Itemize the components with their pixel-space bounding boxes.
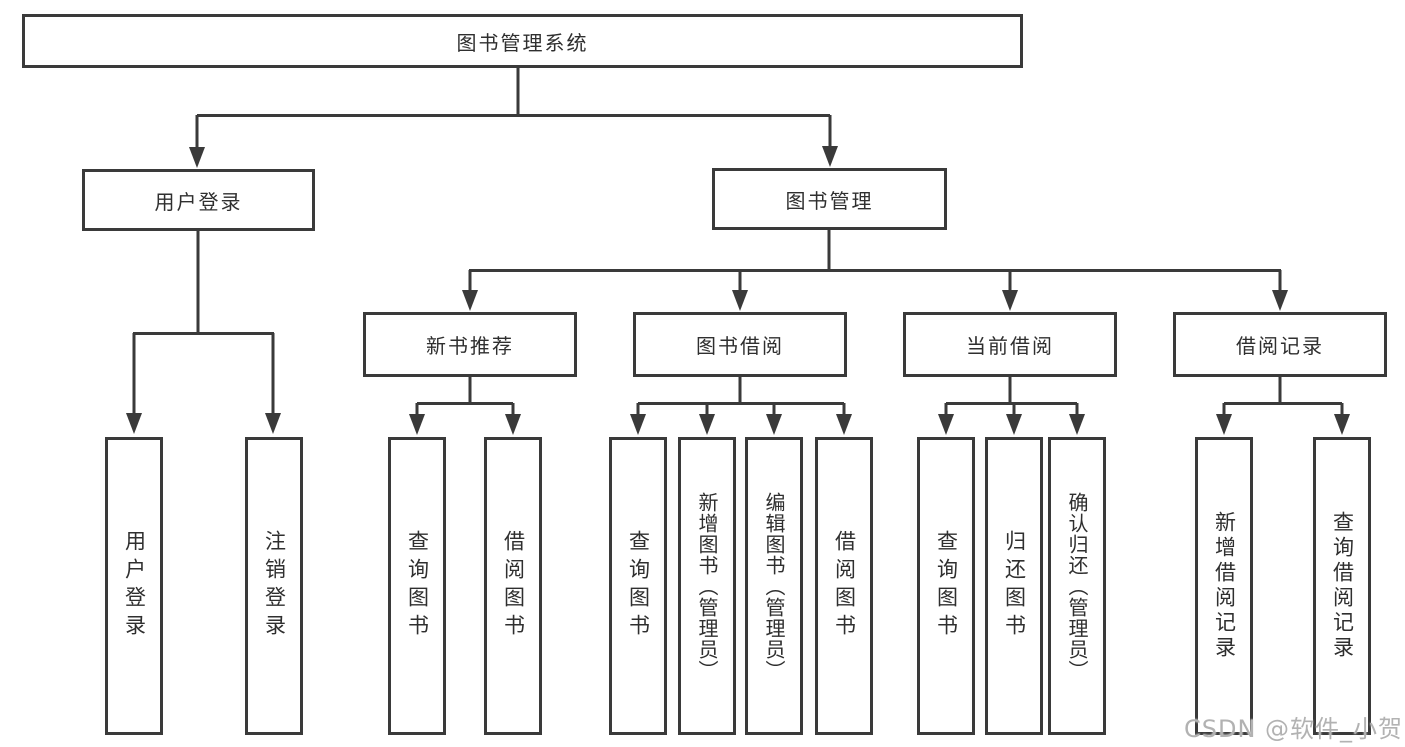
arrow-down-icon	[1006, 414, 1022, 435]
connector-line	[415, 377, 515, 417]
leaf-query-borrow-record: 查询借阅记录	[1313, 437, 1371, 735]
arrow-down-icon	[1334, 414, 1350, 435]
node-label: 用户登录	[154, 189, 243, 214]
node-label: 新增图书（管理员）	[695, 491, 719, 681]
node-label: 借阅记录	[1236, 334, 1324, 358]
connector-line	[468, 230, 1282, 293]
connector-line	[1222, 377, 1344, 417]
node-label: 确认归还（管理员）	[1065, 491, 1089, 681]
arrow-down-icon	[409, 414, 425, 435]
node-label: 查询图书	[626, 530, 651, 642]
node-new-book-recommendation: 新书推荐	[363, 312, 577, 377]
leaf-query-books-borrow: 查询图书	[609, 437, 667, 735]
node-book-borrowing: 图书借阅	[633, 312, 847, 377]
leaf-edit-books-admin: 编辑图书（管理员）	[745, 437, 803, 735]
leaf-borrow-books-recommend: 借阅图书	[484, 437, 542, 735]
arrow-down-icon	[462, 290, 478, 311]
arrow-down-icon	[126, 413, 142, 434]
node-label: 借阅图书	[832, 530, 857, 642]
connector-line	[195, 68, 832, 151]
csdn-watermark: CSDN @软件_小贺同学	[1184, 715, 1405, 743]
arrow-down-icon	[1216, 414, 1232, 435]
node-label: 用户登录	[122, 530, 147, 642]
connector-line	[636, 377, 846, 417]
node-label: 图书管理	[785, 188, 874, 213]
node-label: 查询图书	[405, 530, 430, 642]
leaf-query-books-current: 查询图书	[917, 437, 975, 735]
arrow-down-icon	[938, 414, 954, 435]
node-label: 借阅图书	[501, 530, 526, 642]
leaf-add-borrow-record: 新增借阅记录	[1195, 437, 1253, 735]
arrow-down-icon	[766, 414, 782, 435]
arrow-down-icon	[1002, 290, 1018, 311]
arrow-down-icon	[732, 290, 748, 311]
node-label: 图书管理系统	[456, 30, 589, 55]
connector-line	[944, 377, 1079, 417]
node-library-management-system: 图书管理系统	[22, 14, 1023, 68]
leaf-return-books: 归还图书	[985, 437, 1043, 735]
arrow-down-icon	[1272, 290, 1288, 311]
leaf-logout-login: 注销登录	[245, 437, 303, 735]
arrow-down-icon	[265, 413, 281, 434]
node-label: 编辑图书（管理员）	[762, 491, 786, 681]
arrow-down-icon	[699, 414, 715, 435]
connector-line	[132, 231, 275, 416]
node-label: 新增借阅记录	[1212, 511, 1237, 661]
arrow-down-icon	[630, 414, 646, 435]
node-label: 图书借阅	[696, 334, 784, 358]
node-label: 查询借阅记录	[1330, 511, 1355, 661]
node-label: 注销登录	[262, 530, 287, 642]
arrow-down-icon	[822, 146, 838, 167]
leaf-query-books-recommend: 查询图书	[388, 437, 446, 735]
node-label: 归还图书	[1002, 530, 1027, 642]
arrow-down-icon	[189, 147, 205, 168]
leaf-user-login: 用户登录	[105, 437, 163, 735]
leaf-borrow-books: 借阅图书	[815, 437, 873, 735]
node-label: 当前借阅	[966, 334, 1054, 358]
node-label: 查询图书	[934, 530, 959, 642]
node-book-management: 图书管理	[712, 168, 947, 230]
node-user-login: 用户登录	[82, 169, 315, 231]
arrow-down-icon	[505, 414, 521, 435]
node-borrowing-records: 借阅记录	[1173, 312, 1387, 377]
leaf-confirm-return-admin: 确认归还（管理员）	[1048, 437, 1106, 735]
arrow-down-icon	[1069, 414, 1085, 435]
arrow-down-icon	[836, 414, 852, 435]
node-current-borrowing: 当前借阅	[903, 312, 1117, 377]
node-label: 新书推荐	[426, 334, 514, 358]
leaf-add-books-admin: 新增图书（管理员）	[678, 437, 736, 735]
